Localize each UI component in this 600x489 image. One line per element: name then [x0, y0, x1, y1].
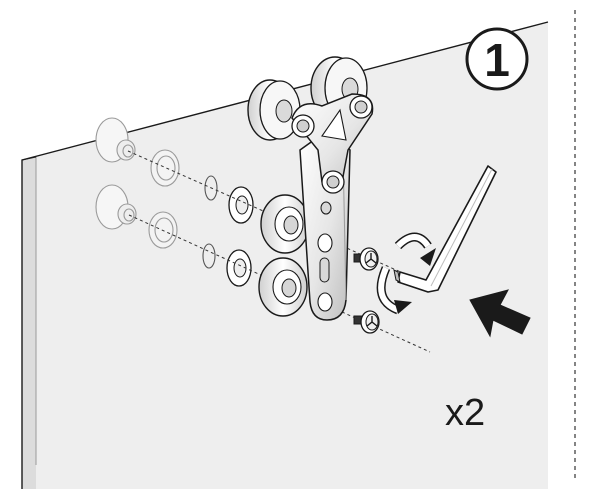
exploded-parts-upper	[95, 117, 218, 201]
roller-bushing-lower	[258, 257, 308, 317]
bracket-slot-lower	[317, 292, 333, 312]
quantity-label: x2	[445, 392, 485, 434]
screw-icon	[353, 247, 379, 271]
bracket-slot-long	[319, 257, 330, 283]
step-number: 1	[484, 34, 510, 86]
bracket-slot-mid	[317, 233, 333, 253]
roller-trolley	[247, 56, 374, 194]
bracket-slot-upper	[320, 201, 332, 215]
assembly-axis-lines	[127, 150, 431, 353]
step-number-badge: 1	[465, 27, 529, 91]
roller-bushing-upper	[260, 194, 310, 254]
door-panel	[21, 21, 549, 489]
push-arrow-icon	[469, 289, 531, 338]
screw-icon	[353, 310, 380, 334]
rotation-arrow-icon	[376, 232, 436, 315]
washer-lower	[226, 249, 252, 287]
hex-key-icon	[393, 165, 497, 293]
roller-wheel-icon	[247, 79, 301, 141]
